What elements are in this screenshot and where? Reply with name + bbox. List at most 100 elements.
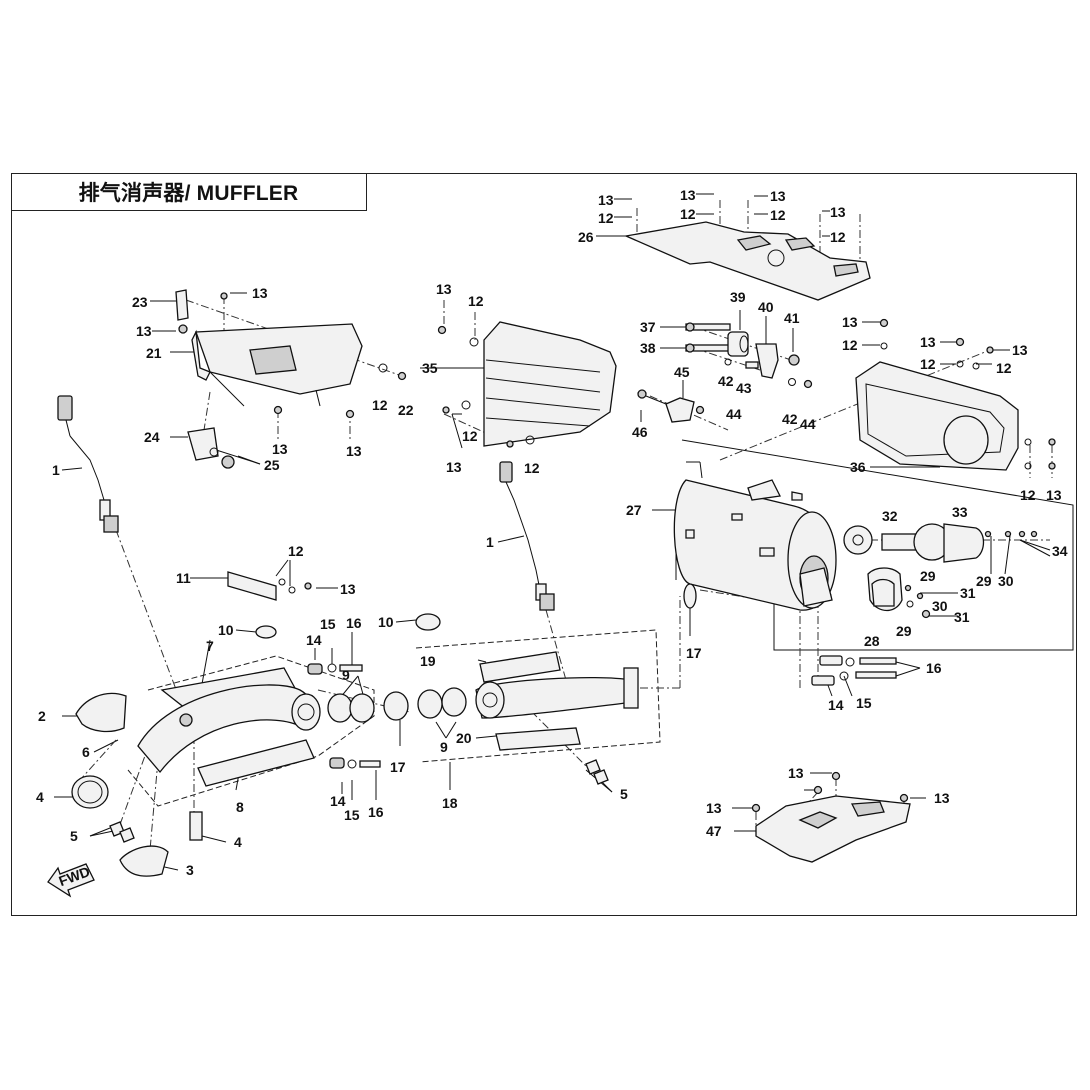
callout-17: 17 <box>686 645 702 661</box>
callout-13: 13 <box>680 187 696 203</box>
heat-shield-35 <box>437 321 617 448</box>
callout-7: 7 <box>206 638 214 654</box>
callout-22: 22 <box>398 402 414 418</box>
callout-12: 12 <box>680 206 696 222</box>
callout-labels: 13 12 13 12 13 12 13 12 26 23 13 13 21 1… <box>36 187 1068 878</box>
callout-4: 4 <box>36 789 44 805</box>
mount-bracket-21 <box>175 289 407 469</box>
callout-30: 30 <box>932 598 948 614</box>
callout-39: 39 <box>730 289 746 305</box>
callout-1: 1 <box>486 534 494 550</box>
callout-13: 13 <box>136 323 152 339</box>
header-pipes-left <box>71 625 381 877</box>
heat-shield-plate-26 <box>623 221 871 301</box>
callout-16: 16 <box>346 615 362 631</box>
callout-13: 13 <box>842 314 858 330</box>
muffler-spring-mount <box>811 655 897 686</box>
callout-47: 47 <box>706 823 722 839</box>
callout-13: 13 <box>598 192 614 208</box>
callout-31: 31 <box>954 609 970 625</box>
callout-13: 13 <box>1046 487 1062 503</box>
callout-24: 24 <box>144 429 160 445</box>
callout-30: 30 <box>998 573 1014 589</box>
callout-29: 29 <box>896 623 912 639</box>
callout-31: 31 <box>960 585 976 601</box>
callout-13: 13 <box>920 334 936 350</box>
callout-12: 12 <box>524 460 540 476</box>
callout-12: 12 <box>842 337 858 353</box>
callout-10: 10 <box>218 622 234 638</box>
skid-plate-47 <box>751 771 911 863</box>
callout-13: 13 <box>252 285 268 301</box>
callout-19: 19 <box>420 653 436 669</box>
callout-13: 13 <box>346 443 362 459</box>
bracket-11 <box>227 571 312 601</box>
callout-36: 36 <box>850 459 866 475</box>
callout-34: 34 <box>1052 543 1068 559</box>
callout-29: 29 <box>920 568 936 584</box>
o2-sensor-left <box>57 395 119 533</box>
callout-12: 12 <box>996 360 1012 376</box>
callout-13: 13 <box>1012 342 1028 358</box>
callout-21: 21 <box>146 345 162 361</box>
callout-41: 41 <box>784 310 800 326</box>
callout-12: 12 <box>830 229 846 245</box>
forward-direction-arrow: FWD <box>47 863 95 898</box>
callout-16: 16 <box>368 804 384 820</box>
callout-17: 17 <box>390 759 406 775</box>
callout-12: 12 <box>920 356 936 372</box>
callout-12: 12 <box>598 210 614 226</box>
callout-14: 14 <box>828 697 844 713</box>
muffler-internals <box>799 523 1038 619</box>
page-title: 排气消声器/ MUFFLER <box>78 181 299 205</box>
muffler-hanger-parts <box>637 322 813 423</box>
callout-37: 37 <box>640 319 656 335</box>
callout-29: 29 <box>976 573 992 589</box>
callout-16: 16 <box>926 660 942 676</box>
callout-44: 44 <box>726 406 742 422</box>
callout-12: 12 <box>462 428 478 444</box>
callout-4: 4 <box>234 834 242 850</box>
callout-2: 2 <box>38 708 46 724</box>
callout-12: 12 <box>288 543 304 559</box>
callout-15: 15 <box>320 616 336 632</box>
callout-42: 42 <box>782 411 798 427</box>
leader-lines <box>54 193 1074 871</box>
callout-6: 6 <box>82 744 90 760</box>
callout-13: 13 <box>830 204 846 220</box>
callout-9: 9 <box>342 667 350 683</box>
callout-13: 13 <box>436 281 452 297</box>
callout-38: 38 <box>640 340 656 356</box>
callout-12: 12 <box>770 207 786 223</box>
callout-12: 12 <box>372 397 388 413</box>
o2-sensor-middle <box>499 461 555 611</box>
callout-35: 35 <box>422 360 438 376</box>
callout-11: 11 <box>176 570 191 586</box>
callout-13: 13 <box>934 790 950 806</box>
callout-14: 14 <box>330 793 346 809</box>
callout-27: 27 <box>626 502 642 518</box>
callout-3: 3 <box>186 862 194 878</box>
heat-shield-36 <box>855 318 1056 471</box>
callout-25: 25 <box>264 457 280 473</box>
drawing-frame <box>11 173 1077 916</box>
callout-5: 5 <box>620 786 628 802</box>
callout-14: 14 <box>306 632 322 648</box>
callout-23: 23 <box>132 294 148 310</box>
callout-40: 40 <box>758 299 774 315</box>
callout-46: 46 <box>632 424 648 440</box>
callout-43: 43 <box>736 380 752 396</box>
callout-33: 33 <box>952 504 968 520</box>
callout-5: 5 <box>70 828 78 844</box>
callout-44: 44 <box>800 416 816 432</box>
callout-13: 13 <box>272 441 288 457</box>
callout-32: 32 <box>882 508 898 524</box>
callout-15: 15 <box>344 807 360 823</box>
callout-15: 15 <box>856 695 872 711</box>
callout-45: 45 <box>674 364 690 380</box>
title-box: 排气消声器/ MUFFLER <box>11 173 367 211</box>
callout-12: 12 <box>1020 487 1036 503</box>
flex-pipe-middle <box>383 583 697 785</box>
callout-13: 13 <box>706 800 722 816</box>
callout-13: 13 <box>446 459 462 475</box>
